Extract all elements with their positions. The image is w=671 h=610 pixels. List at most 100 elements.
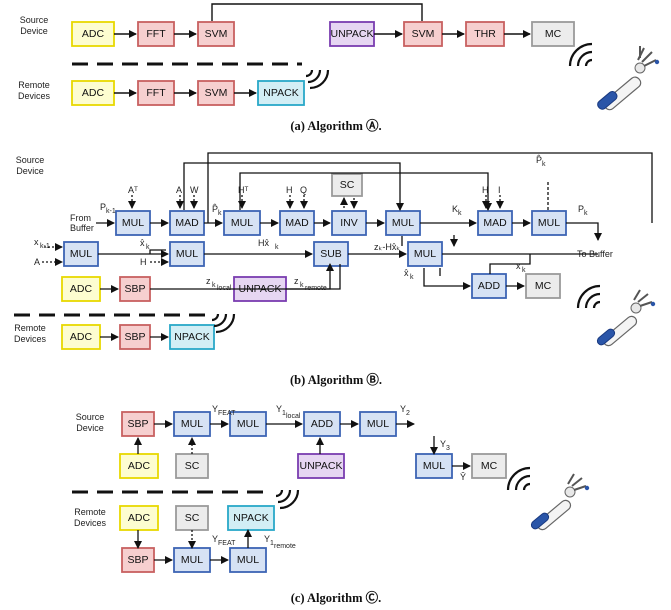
- a-box-label-0: ADC: [82, 28, 105, 40]
- a-box-label-10: NPACK: [263, 87, 298, 99]
- c-box-sbp-13: SBP: [121, 547, 155, 573]
- c-label-y1-remote: Y: [264, 534, 270, 544]
- b-box-adc-15: ADC: [61, 276, 101, 302]
- b-box-label-5: MUL: [392, 217, 414, 229]
- a-remote-devices-line1: Remote: [18, 80, 50, 90]
- b-box-sbp-16: SBP: [119, 276, 151, 302]
- a-caption: (a) Algorithm Ⓐ.: [290, 118, 381, 133]
- c-box-sbp-0: SBP: [121, 411, 155, 437]
- b-box-label-4: INV: [340, 217, 358, 229]
- b-label-k: K: [452, 204, 458, 214]
- a-source-device-line2: Device: [20, 26, 48, 36]
- b-arrows: [42, 152, 653, 341]
- b-box-sc-8: SC: [331, 173, 363, 197]
- a-box-svm-4: SVM: [403, 21, 443, 47]
- a-box-adc-7: ADC: [71, 80, 115, 106]
- b-label-p-hat-sub: k: [218, 210, 222, 217]
- b-box-label-9: MUL: [70, 248, 92, 260]
- b-label-a: A: [176, 185, 182, 195]
- b-label-x-hat-sub: k: [146, 244, 150, 251]
- b-box-mul-5: MUL: [385, 210, 421, 236]
- b-box-label-14: MC: [535, 280, 552, 292]
- b-source-device-line1: Source: [16, 155, 45, 165]
- b-label-q: Q: [300, 185, 307, 195]
- c-source-device-line1: Source: [76, 412, 105, 422]
- c-box-label-11: SC: [185, 512, 200, 524]
- a-box-label-4: SVM: [412, 28, 435, 40]
- c-box-mul-14: MUL: [173, 547, 211, 573]
- a-box-label-2: SVM: [205, 28, 228, 40]
- b-caption: (b) Algorithm Ⓑ.: [290, 372, 382, 387]
- a-box-label-7: ADC: [82, 87, 105, 99]
- a-box-svm-2: SVM: [197, 21, 235, 47]
- b-box-label-7: MUL: [538, 217, 560, 229]
- b-remote-devices-line2: Devices: [14, 334, 47, 344]
- c-box-adc-7: ADC: [119, 453, 159, 479]
- c-label-y-feat: Y: [212, 404, 218, 414]
- c-label-y-hat: Ŷ: [460, 472, 466, 482]
- c-box-sc-11: SC: [175, 505, 209, 531]
- b-box-mad-3: MAD: [279, 210, 315, 236]
- c-box-label-6: MC: [481, 460, 498, 472]
- c-wireless-icon-robot: [506, 466, 531, 491]
- a-source-device-line1: Source: [20, 15, 49, 25]
- c-box-label-4: MUL: [367, 418, 389, 430]
- b-box-mul-12: MUL: [407, 241, 443, 267]
- b-label-z-local-sub: k: [212, 282, 216, 289]
- b-box-label-8: SC: [340, 179, 355, 191]
- c-label-y-feat-sub: FEAT: [218, 410, 236, 417]
- b-label-h2: H: [482, 185, 489, 195]
- c-box-mul-1: MUL: [173, 411, 211, 437]
- c-box-mul-15: MUL: [229, 547, 267, 573]
- c-source-device-line2: Device: [76, 423, 104, 433]
- c-box-add-3: ADD: [303, 411, 341, 437]
- c-label-y3: Y: [440, 439, 446, 449]
- c-label-y2: Y: [400, 404, 406, 414]
- c-box-label-10: ADC: [128, 512, 151, 524]
- b-box-label-15: ADC: [70, 283, 93, 295]
- a-box-label-8: FFT: [146, 87, 166, 99]
- b-label-z-remote: z: [294, 276, 299, 286]
- c-box-label-15: MUL: [237, 554, 259, 566]
- b-from-buffer-line2: Buffer: [70, 223, 94, 233]
- c-label-y-feat-remote: Y: [212, 534, 218, 544]
- c-remote-devices-line1: Remote: [74, 507, 106, 517]
- b-box-label-6: MAD: [483, 217, 507, 229]
- b-box-sbp-19: SBP: [119, 324, 151, 350]
- b-label-p-hat: P̂: [212, 204, 218, 214]
- b-box-npack-20: NPACK: [169, 324, 215, 350]
- c-box-mc-6: MC: [471, 453, 507, 479]
- c-box-label-2: MUL: [237, 418, 259, 430]
- a-box-label-5: THR: [474, 28, 496, 40]
- c-box-mul-2: MUL: [229, 411, 267, 437]
- c-box-label-14: MUL: [181, 554, 203, 566]
- a-box-label-3: UNPACK: [331, 28, 374, 40]
- b-box-label-3: MAD: [285, 217, 309, 229]
- c-robot-arm-icon: [530, 473, 590, 531]
- c-box-label-7: ADC: [128, 460, 151, 472]
- b-labels: Aᵀ A W Hᵀ H Q H I P k-1 P̂ k P̂ k K k P …: [34, 155, 588, 292]
- c-label-y1-remote-sub: 1: [270, 540, 274, 547]
- c-box-mul-5: MUL: [415, 453, 453, 479]
- b-box-label-2: MUL: [231, 217, 253, 229]
- b-box-mad-6: MAD: [477, 210, 513, 236]
- b-label-h-in: H: [140, 257, 147, 267]
- b-box-label-16: SBP: [124, 283, 145, 295]
- b-box-mul-0: MUL: [115, 210, 151, 236]
- b-label-x-hat2: x̂: [404, 268, 409, 278]
- b-box-sub-11: SUB: [313, 241, 349, 267]
- b-label-x-prev: x: [34, 237, 39, 247]
- b-label-x-out-sub: k: [522, 267, 526, 274]
- b-source-device-line2: Device: [16, 166, 44, 176]
- c-wireless-icon-remote: [275, 489, 300, 510]
- b-label-x-out: x: [516, 261, 521, 271]
- b-label-h: H: [286, 185, 293, 195]
- a-box-fft-8: FFT: [137, 80, 175, 106]
- a-wireless-icon-robot: [568, 42, 593, 67]
- c-label-y1-local-sub: 1: [282, 410, 286, 417]
- b-box-mul-10: MUL: [169, 241, 205, 267]
- b-label-p-out: P: [578, 204, 584, 214]
- c-box-label-8: SC: [185, 460, 200, 472]
